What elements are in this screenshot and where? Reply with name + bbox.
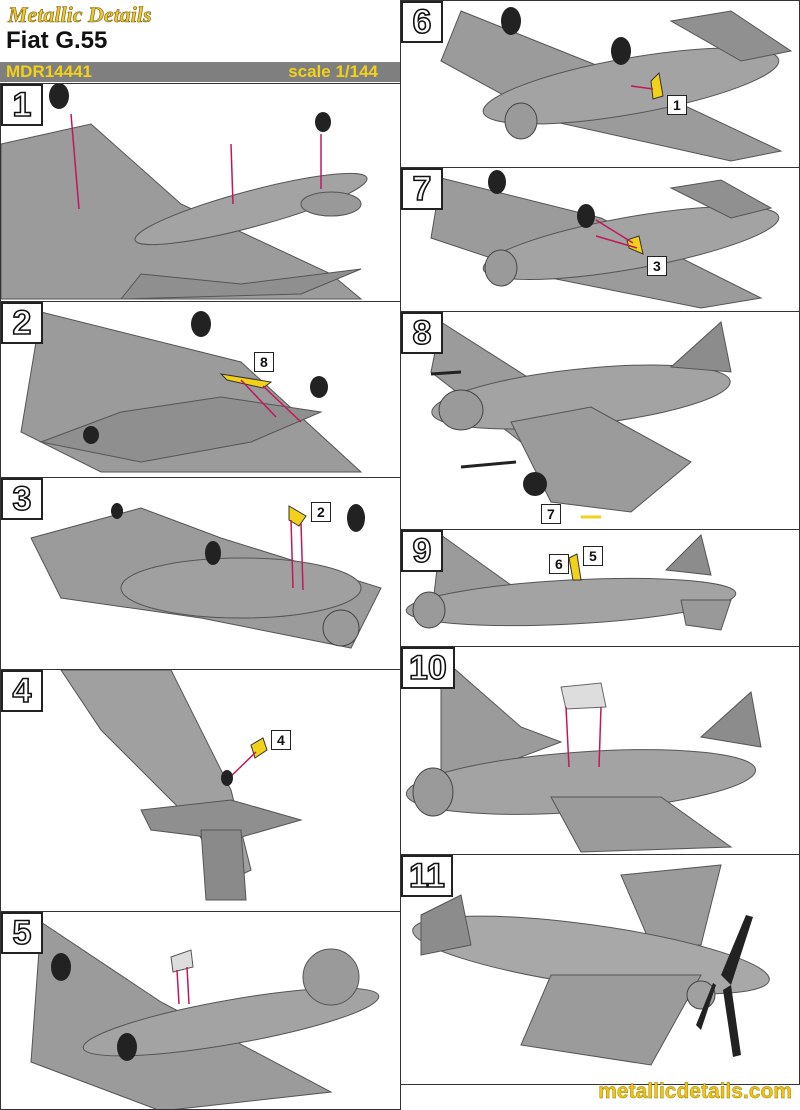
step-5-panel: 5	[0, 911, 401, 1110]
step-3-drawing	[30, 503, 382, 649]
step-number: 11	[401, 855, 453, 897]
step-number: 5	[1, 912, 43, 954]
step-10-panel: 10	[400, 646, 800, 855]
step-number: 9	[401, 530, 443, 572]
step-1-panel: 1	[0, 83, 401, 302]
part-callout: 2	[311, 502, 331, 522]
step-number: 7	[401, 168, 443, 210]
step-number: 4	[1, 670, 43, 712]
step-2-panel: 2 8	[0, 301, 401, 478]
step-6-panel: 6 1	[400, 0, 800, 168]
step-number: 6	[401, 1, 443, 43]
part-callout: 3	[647, 256, 667, 276]
step-6-drawing	[440, 7, 793, 162]
step-number: 10	[401, 647, 455, 689]
part-callout: 4	[271, 730, 291, 750]
step-1-drawing	[1, 84, 368, 300]
model-title: Fiat G.55	[6, 27, 108, 54]
step-3-panel: 3 2	[0, 477, 401, 670]
part-callout: 8	[254, 352, 274, 372]
step-number: 1	[1, 84, 43, 126]
step-number: 2	[1, 302, 43, 344]
brand-logo: Metallic Details	[8, 2, 152, 28]
part-callout: 7	[541, 504, 561, 524]
step-5-drawing	[30, 921, 380, 1109]
step-4-panel: 4 4	[0, 669, 401, 912]
step-2-drawing	[20, 311, 363, 473]
step-11-drawing	[412, 864, 770, 1066]
step-11-panel: 11	[400, 854, 800, 1085]
header-bar: MDR14441 scale 1/144	[0, 62, 400, 82]
step-9-panel: 9 6 5	[400, 529, 800, 647]
part-callout: 6	[549, 554, 569, 574]
part-callout: 1	[667, 95, 687, 115]
step-number: 8	[401, 312, 443, 354]
step-8-drawing	[430, 321, 732, 519]
step-7-panel: 7 3	[400, 167, 800, 312]
part-callout: 5	[583, 546, 603, 566]
scale-label: scale 1/144	[288, 62, 378, 81]
step-number: 3	[1, 478, 43, 520]
step-10-drawing	[405, 655, 762, 853]
product-code: MDR14441	[6, 62, 92, 81]
step-9-drawing	[405, 534, 737, 631]
step-8-panel: 8 7	[400, 311, 800, 530]
step-4-drawing	[60, 670, 303, 901]
footer-url[interactable]: metallicdetails.com	[598, 1080, 792, 1103]
step-7-drawing	[430, 170, 780, 309]
